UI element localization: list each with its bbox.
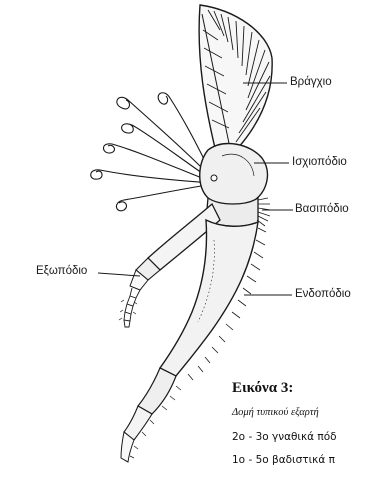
figure-caption-title: Εικόνα 3: <box>232 381 293 396</box>
curled-setae <box>91 93 213 211</box>
figure-caption-subtitle: Δομή τυπικού εξαρτή <box>232 408 319 419</box>
label-gill: Βράγχιο <box>290 77 332 89</box>
ischiopodite-segment <box>200 144 268 206</box>
label-endopodite: Ενδοπόδιο <box>295 289 351 301</box>
figure-caption-line-1: 2ο - 3ο γναθικά πόδ <box>232 432 337 443</box>
label-exopodite: Εξωπόδιο <box>36 266 87 278</box>
endopodite-branch <box>121 220 266 462</box>
gill-structure <box>199 5 272 148</box>
exopodite-leader <box>98 273 140 276</box>
label-basipodite: Βασιπόδιο <box>295 204 349 216</box>
figure-caption-line-2: 1ο - 5ο βαδιστικά π <box>232 455 335 466</box>
label-ischiopodite: Ισχιοπόδιο <box>292 157 347 169</box>
